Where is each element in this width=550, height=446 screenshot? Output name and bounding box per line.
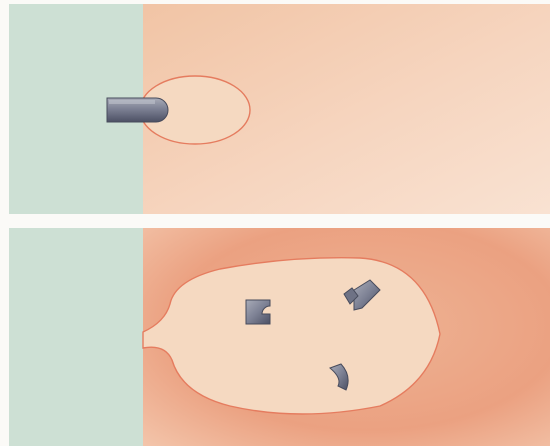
rod-fragment bbox=[107, 98, 168, 122]
green-region bbox=[9, 228, 143, 446]
bottom-panel-illustration bbox=[0, 224, 550, 446]
bottom-panel bbox=[0, 224, 550, 446]
top-panel-illustration bbox=[0, 0, 550, 214]
top-panel bbox=[0, 0, 550, 214]
